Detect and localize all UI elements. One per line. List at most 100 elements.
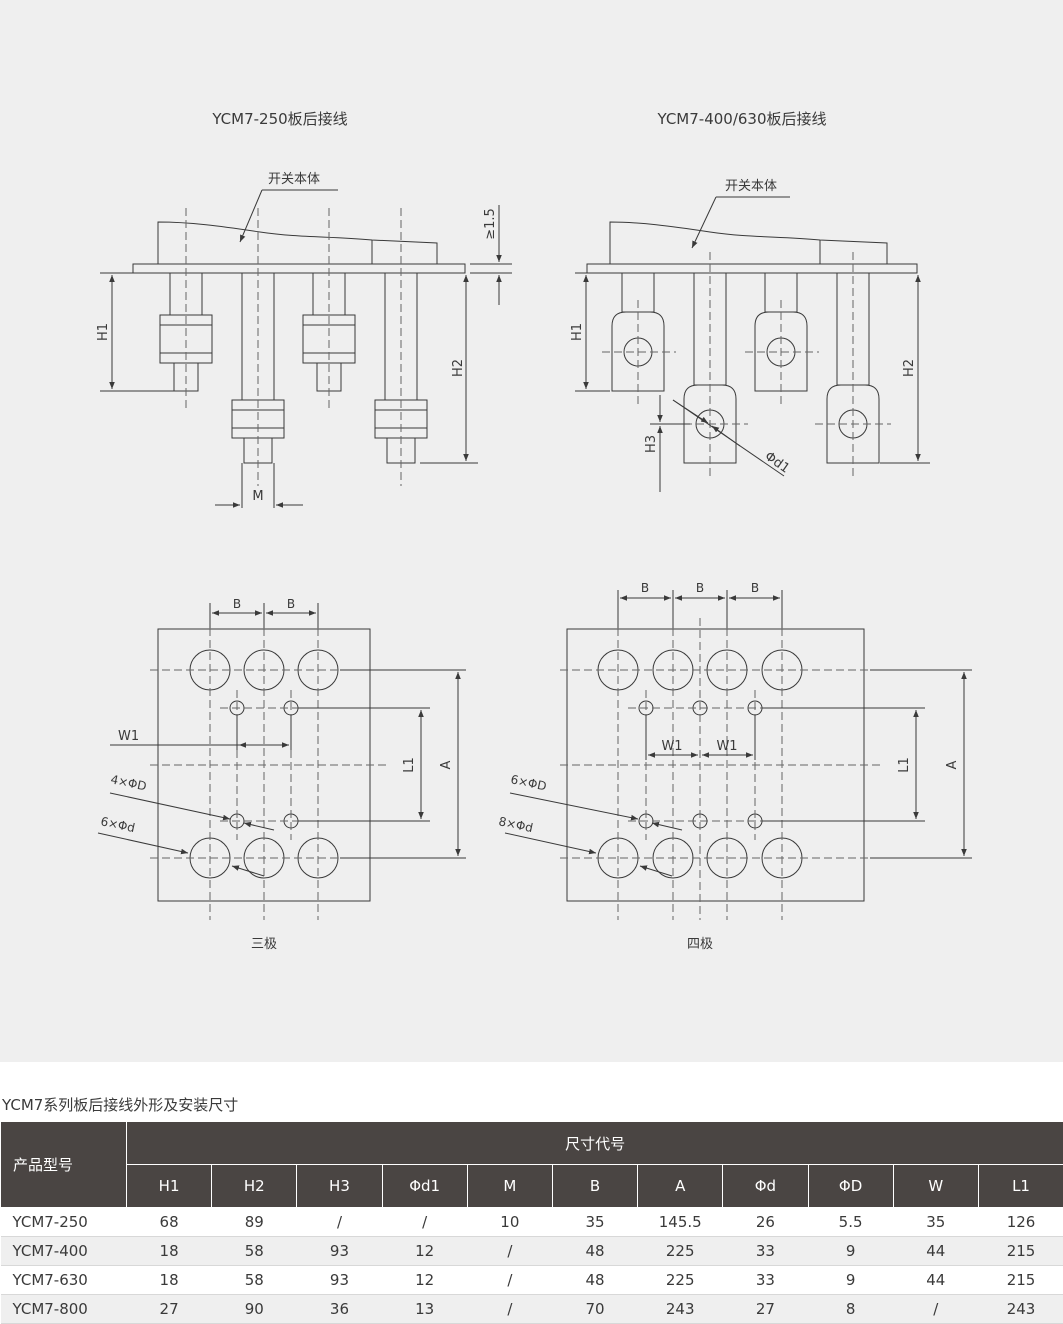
column-header: H1 — [127, 1165, 212, 1208]
column-header: ΦD — [808, 1165, 893, 1208]
value-cell: 215 — [978, 1266, 1063, 1295]
column-header: A — [638, 1165, 723, 1208]
technical-drawing-area: YCM7-250板后接线 YCM7-400/630板后接线 — [0, 0, 1063, 1062]
value-cell: 33 — [723, 1237, 808, 1266]
ycm7-400-side-view — [575, 197, 930, 492]
label-h1-right: H1 — [570, 323, 585, 341]
model-cell: YCM7-800 — [1, 1295, 127, 1324]
value-cell: / — [467, 1237, 552, 1266]
label-b-3p-2: B — [287, 597, 295, 611]
label-h1-left: H1 — [96, 323, 111, 341]
column-header: H3 — [297, 1165, 382, 1208]
value-cell: 27 — [127, 1295, 212, 1324]
value-cell: 68 — [127, 1208, 212, 1237]
label-three-pole: 三极 — [251, 937, 277, 952]
value-cell: 48 — [552, 1237, 637, 1266]
value-cell: 9 — [808, 1266, 893, 1295]
header-dimension-code: 尺寸代号 — [127, 1122, 1063, 1165]
value-cell: 26 — [723, 1208, 808, 1237]
value-cell: 8 — [808, 1295, 893, 1324]
label-b-4p-1: B — [641, 581, 649, 595]
value-cell: 9 — [808, 1237, 893, 1266]
label-m: M — [252, 489, 263, 504]
column-header: H2 — [212, 1165, 297, 1208]
value-cell: 243 — [638, 1295, 723, 1324]
value-cell: 48 — [552, 1266, 637, 1295]
label-switch-body-left: 开关本体 — [268, 172, 320, 187]
value-cell: 90 — [212, 1295, 297, 1324]
value-cell: 126 — [978, 1208, 1063, 1237]
label-8-phi-d: 8×Φd — [497, 814, 534, 835]
header-product-model: 产品型号 — [1, 1122, 127, 1208]
label-6-phi-D: 6×ΦD — [509, 772, 547, 793]
label-a-4p: A — [945, 760, 960, 769]
value-cell: 33 — [723, 1266, 808, 1295]
label-4-phi-D: 4×ΦD — [109, 772, 147, 793]
model-cell: YCM7-630 — [1, 1266, 127, 1295]
value-cell: 5.5 — [808, 1208, 893, 1237]
label-a-3p: A — [439, 760, 454, 769]
value-cell: 225 — [638, 1237, 723, 1266]
value-cell: 93 — [297, 1237, 382, 1266]
table-caption: YCM7系列板后接线外形及安装尺寸 — [2, 1094, 238, 1115]
value-cell: 70 — [552, 1295, 637, 1324]
value-cell: 93 — [297, 1266, 382, 1295]
title-ycm7-400-630: YCM7-400/630板后接线 — [656, 110, 826, 128]
value-cell: / — [893, 1295, 978, 1324]
value-cell: 35 — [893, 1208, 978, 1237]
technical-drawing: YCM7-250板后接线 YCM7-400/630板后接线 — [0, 0, 1063, 1062]
label-h2-left: H2 — [451, 359, 466, 377]
value-cell: 12 — [382, 1237, 467, 1266]
label-h3: H3 — [644, 435, 659, 453]
model-cell: YCM7-400 — [1, 1237, 127, 1266]
column-header: Φd — [723, 1165, 808, 1208]
value-cell: 10 — [467, 1208, 552, 1237]
label-h2-right: H2 — [902, 359, 917, 377]
value-cell: 145.5 — [638, 1208, 723, 1237]
ycm7-250-side-view — [100, 190, 512, 508]
column-header: B — [552, 1165, 637, 1208]
value-cell: 36 — [297, 1295, 382, 1324]
model-cell: YCM7-250 — [1, 1208, 127, 1237]
label-l1-4p: L1 — [897, 757, 912, 773]
value-cell: 18 — [127, 1237, 212, 1266]
value-cell: 243 — [978, 1295, 1063, 1324]
value-cell: 18 — [127, 1266, 212, 1295]
value-cell: 35 — [552, 1208, 637, 1237]
column-header: M — [467, 1165, 552, 1208]
label-w1-3p: W1 — [118, 729, 139, 744]
value-cell: 58 — [212, 1266, 297, 1295]
label-gap: ≥1.5 — [483, 208, 498, 240]
value-cell: 44 — [893, 1266, 978, 1295]
value-cell: / — [382, 1208, 467, 1237]
label-b-4p-3: B — [751, 581, 759, 595]
label-l1-3p: L1 — [402, 757, 417, 773]
value-cell: / — [467, 1266, 552, 1295]
label-w1-4p-2: W1 — [716, 739, 737, 754]
value-cell: 58 — [212, 1237, 297, 1266]
label-b-4p-2: B — [696, 581, 704, 595]
label-switch-body-right: 开关本体 — [725, 179, 777, 194]
column-header: L1 — [978, 1165, 1063, 1208]
value-cell: 225 — [638, 1266, 723, 1295]
value-cell: 44 — [893, 1237, 978, 1266]
value-cell: 12 — [382, 1266, 467, 1295]
value-cell: 89 — [212, 1208, 297, 1237]
label-b-3p-1: B — [233, 597, 241, 611]
value-cell: 27 — [723, 1295, 808, 1324]
label-phi-d1: Φd1 — [762, 449, 793, 477]
label-6-phi-d: 6×Φd — [99, 814, 136, 835]
value-cell: 13 — [382, 1295, 467, 1324]
four-pole-hole-pattern — [505, 590, 972, 920]
label-w1-4p-1: W1 — [661, 739, 682, 754]
column-header: Φd1 — [382, 1165, 467, 1208]
title-ycm7-250: YCM7-250板后接线 — [211, 110, 347, 128]
value-cell: 215 — [978, 1237, 1063, 1266]
value-cell: / — [297, 1208, 382, 1237]
column-header: W — [893, 1165, 978, 1208]
